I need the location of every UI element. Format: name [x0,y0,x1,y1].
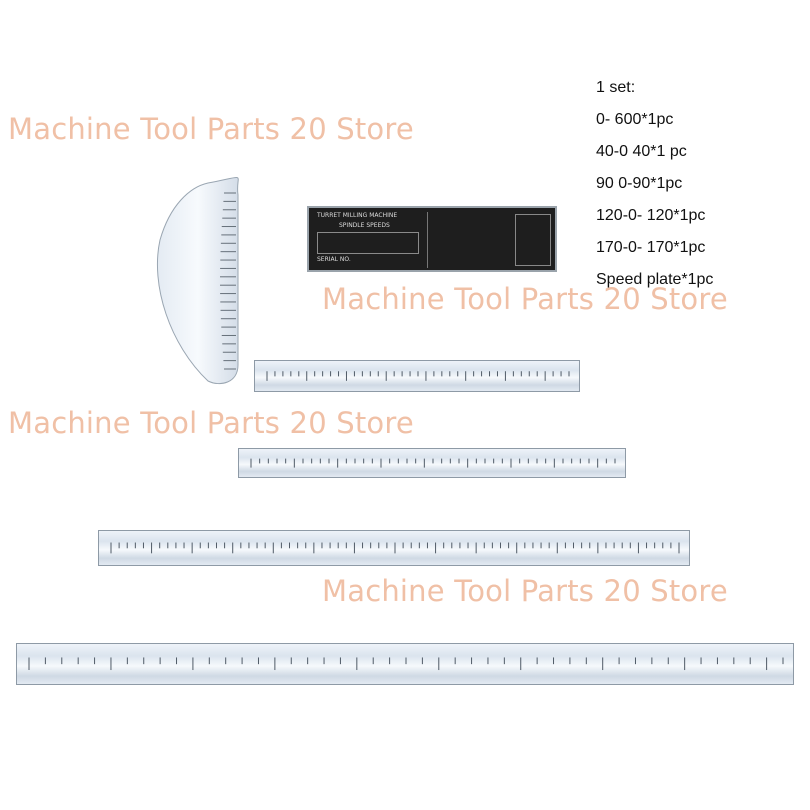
ruler-ticks [266,371,570,381]
spec-line: 120-0- 120*1pc [596,207,706,224]
watermark-text: Machine Tool Parts 20 Store [322,282,728,316]
watermark-text: Machine Tool Parts 20 Store [8,112,414,146]
ruler-40-0-40 [254,360,580,392]
spec-line: 90 0-90*1pc [596,175,683,192]
watermark-text: Machine Tool Parts 20 Store [8,406,414,440]
ruler-90-0-90 [238,448,626,478]
speed-plate: TURRET MILLING MACHINE SPINDLE SPEEDS SE… [307,206,557,272]
ruler-120-0-120 [98,530,690,566]
ruler-ticks [28,657,784,671]
spec-list: 1 set: 0- 600*1pc 40-0 40*1 pc 90 0-90*1… [596,72,713,296]
plate-speed-table [317,232,419,254]
spec-line: 1 set: [596,79,636,96]
plate-title: TURRET MILLING MACHINE [317,212,398,219]
spec-line: 170-0- 170*1pc [596,239,706,256]
watermark-text: Machine Tool Parts 20 Store [322,574,728,608]
plate-instructions [427,212,512,268]
plate-diagram [515,214,551,266]
spec-line: Speed plate*1pc [596,271,714,288]
plate-serial: SERIAL NO. [317,256,351,263]
spec-line: 40-0 40*1 pc [596,143,687,160]
ruler-170-0-170 [16,643,794,685]
ruler-ticks [110,542,680,554]
spec-line: 0- 600*1pc [596,111,674,128]
curved-scale [156,176,239,385]
plate-subtitle: SPINDLE SPEEDS [339,222,390,229]
ruler-ticks [250,458,616,468]
